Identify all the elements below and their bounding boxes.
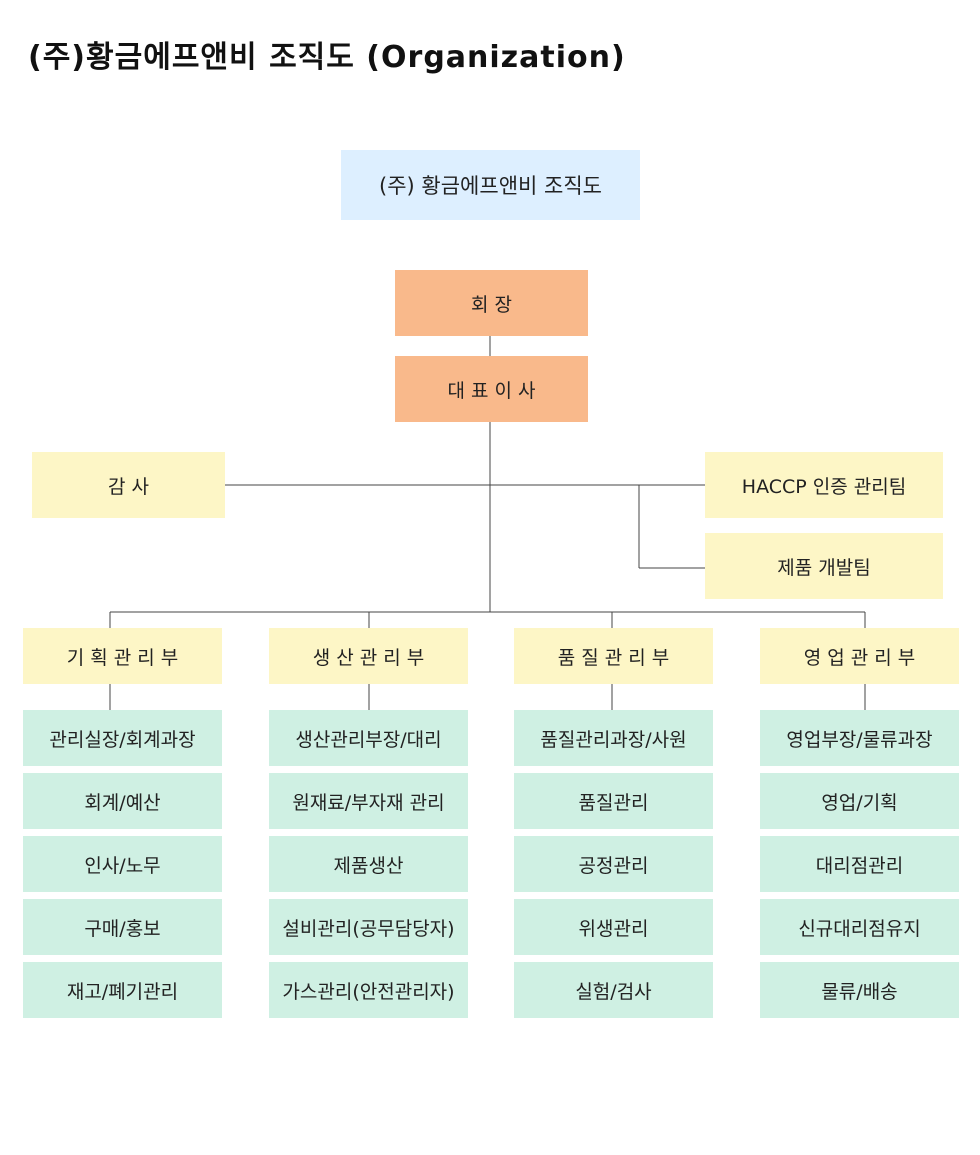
task-box: 원재료/부자재 관리 [269, 773, 468, 829]
product-dev-team-box: 제품 개발팀 [705, 533, 943, 599]
task-box: 구매/홍보 [23, 899, 222, 955]
org-chart-title: (주) 황금에프앤비 조직도 [341, 150, 640, 220]
task-box: 영업부장/물류과장 [760, 710, 959, 766]
task-box: 품질관리 [514, 773, 713, 829]
task-box: 품질관리과장/사원 [514, 710, 713, 766]
task-box: 위생관리 [514, 899, 713, 955]
task-box: 재고/폐기관리 [23, 962, 222, 1018]
task-box: 관리실장/회계과장 [23, 710, 222, 766]
task-box: 인사/노무 [23, 836, 222, 892]
task-box: 영업/기획 [760, 773, 959, 829]
ceo-box: 대 표 이 사 [395, 356, 588, 422]
auditor-box: 감 사 [32, 452, 225, 518]
task-box: 신규대리점유지 [760, 899, 959, 955]
dept-planning-box: 기 획 관 리 부 [23, 628, 222, 684]
task-box: 회계/예산 [23, 773, 222, 829]
dept-sales-box: 영 업 관 리 부 [760, 628, 959, 684]
dept-production-box: 생 산 관 리 부 [269, 628, 468, 684]
task-box: 대리점관리 [760, 836, 959, 892]
task-box: 물류/배송 [760, 962, 959, 1018]
task-box: 설비관리(공무담당자) [269, 899, 468, 955]
page-heading: (주)황금에프앤비 조직도 (Organization) [28, 40, 626, 75]
haccp-team-box: HACCP 인증 관리팀 [705, 452, 943, 518]
task-box: 실험/검사 [514, 962, 713, 1018]
dept-quality-box: 품 질 관 리 부 [514, 628, 713, 684]
task-box: 가스관리(안전관리자) [269, 962, 468, 1018]
task-box: 생산관리부장/대리 [269, 710, 468, 766]
chairman-box: 회 장 [395, 270, 588, 336]
task-box: 공정관리 [514, 836, 713, 892]
task-box: 제품생산 [269, 836, 468, 892]
